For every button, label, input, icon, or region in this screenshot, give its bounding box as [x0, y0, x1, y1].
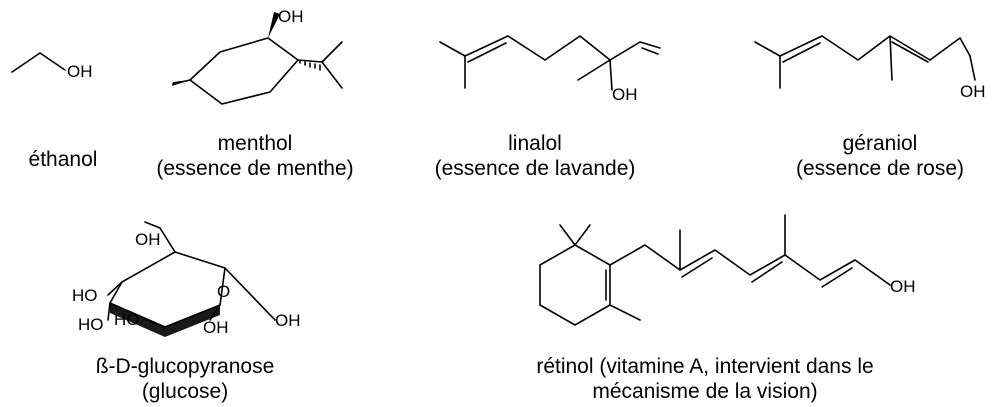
atom-label: HO	[78, 315, 104, 334]
linalol-name: linalol	[508, 132, 562, 155]
glucose-name: ß-D-glucopyranose	[95, 355, 275, 378]
retinol-name: rétinol (vitamine A, intervient dans le	[536, 355, 874, 378]
atom-label: OH	[275, 311, 301, 330]
geraniol-structure: OH	[754, 35, 986, 101]
ethanol-name: éthanol	[28, 148, 98, 171]
geraniol-name: géraniol	[842, 132, 918, 155]
glucose-note: (glucose)	[141, 380, 229, 403]
geraniol-note: (essence de rose)	[795, 157, 965, 180]
atom-label: OH	[960, 82, 986, 101]
atom-label: OH	[203, 318, 229, 337]
atom-label: O	[217, 282, 230, 301]
hash-bond	[299, 60, 321, 71]
retinol-structure: OH	[539, 214, 916, 326]
ethanol-structure: OH	[11, 52, 93, 81]
wedge-bond	[268, 12, 280, 38]
atom-label: HO	[72, 286, 98, 305]
atom-label: OH	[67, 62, 93, 81]
menthol-note: (essence de menthe)	[156, 157, 354, 180]
atom-label: HO	[114, 310, 140, 329]
atom-label: OH	[890, 277, 916, 296]
glucose-structure: OH O HO HO HO OH OH	[72, 221, 301, 337]
menthol-structure: OH	[172, 7, 343, 105]
linalol-note: (essence de lavande)	[434, 157, 636, 180]
linalol-structure: OH	[439, 35, 661, 104]
retinol-note: mécanisme de la vision)	[592, 380, 818, 403]
atom-label: OH	[278, 7, 304, 26]
atom-label: OH	[612, 85, 638, 104]
menthol-name: menthol	[217, 132, 293, 155]
atom-label: OH	[135, 230, 161, 249]
